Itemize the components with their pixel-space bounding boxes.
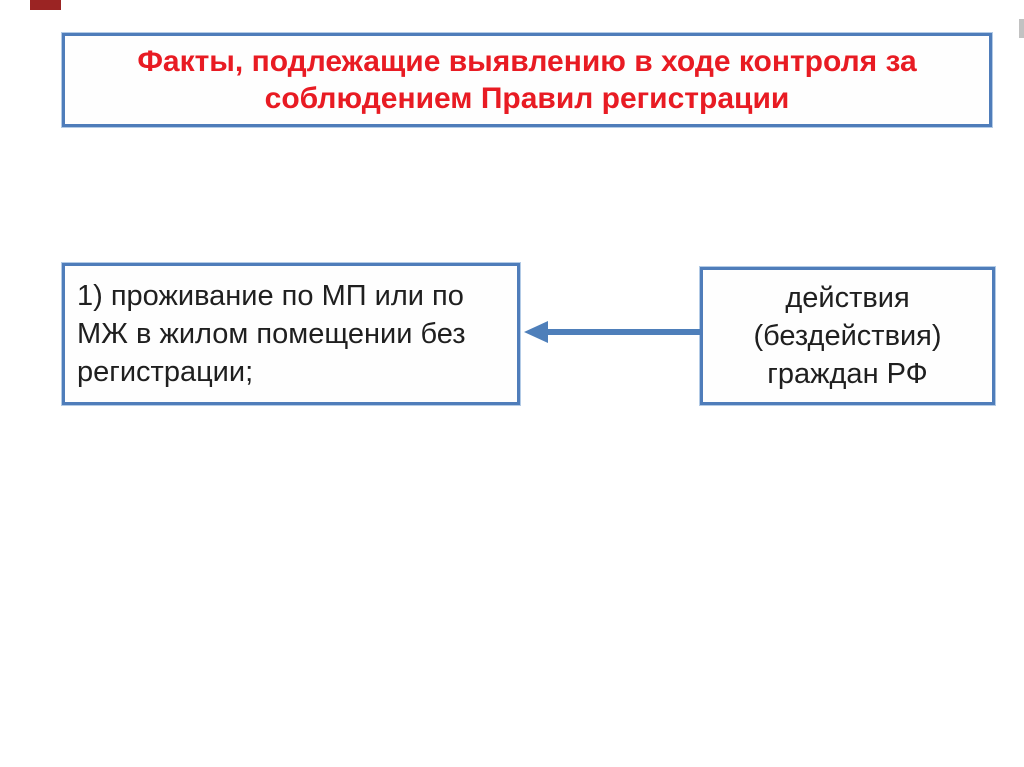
title-box: Факты, подлежащие выявлению в ходе контр… [62, 33, 992, 127]
source-box-text: действия (бездействия) граждан РФ [753, 282, 942, 390]
screen-edge-artifact [1019, 19, 1024, 38]
corner-decoration [30, 0, 61, 10]
slide-title: Факты, подлежащие выявлению в ходе контр… [137, 45, 917, 115]
connector-arrow-line [544, 329, 700, 335]
connector-arrow-left-head [524, 321, 548, 343]
fact-box: 1) проживание по МП или по МЖ в жилом по… [62, 263, 520, 405]
fact-box-text: 1) проживание по МП или по МЖ в жилом по… [77, 280, 466, 388]
source-box: действия (бездействия) граждан РФ [700, 267, 995, 405]
